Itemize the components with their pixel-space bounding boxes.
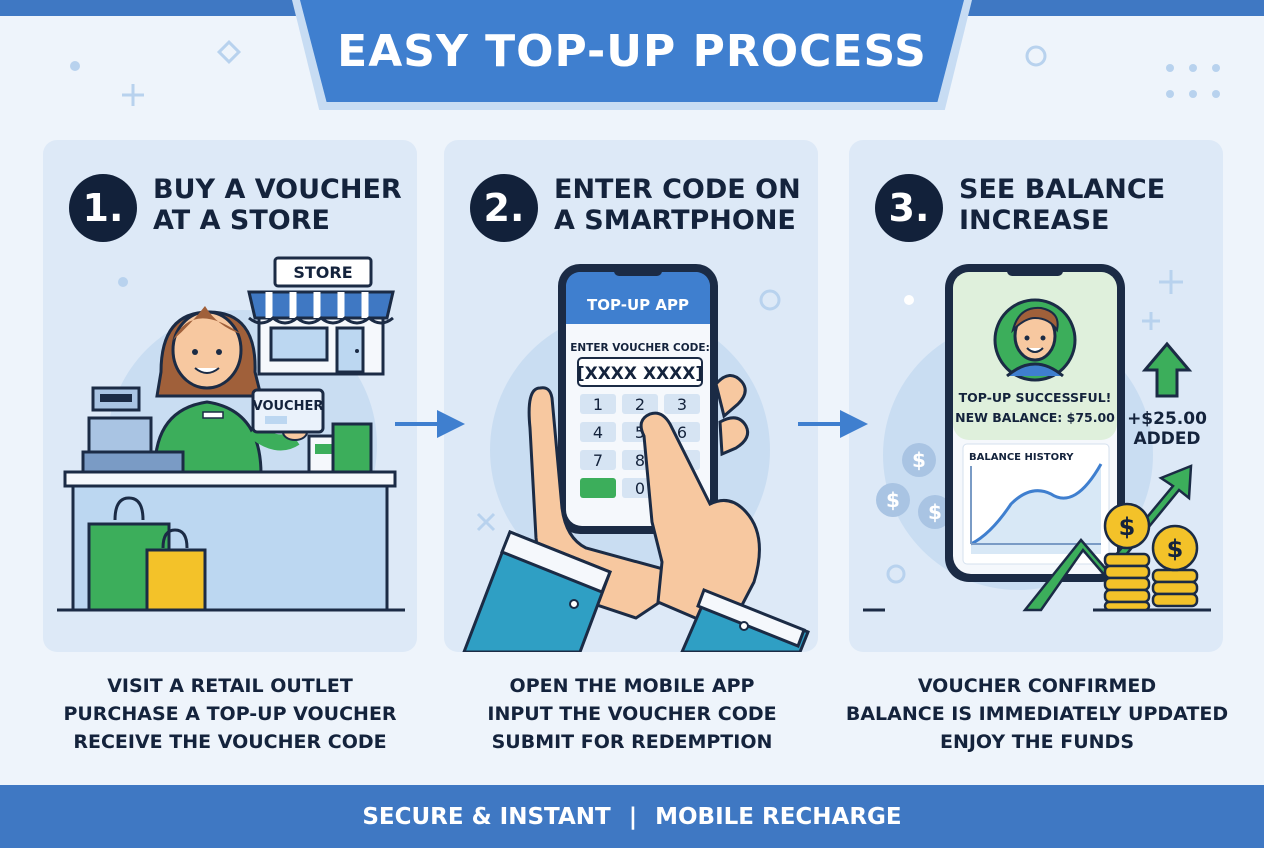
ring-decoration	[1025, 45, 1047, 67]
step-3-number-badge: 3.	[875, 174, 943, 242]
title-banner: EASY TOP-UP PROCESS	[300, 0, 964, 102]
step-1-panel: 1. BUY A VOUCHER AT A STORE STORE	[43, 140, 417, 652]
dollar-bubbles	[876, 443, 952, 529]
step-1-number-badge: 1.	[69, 174, 137, 242]
keypad-key-label: 4	[593, 423, 603, 442]
keypad-key-label: 3	[677, 395, 687, 414]
app-title-text: TOP-UP APP	[587, 296, 689, 314]
smartphone-illustration: TOP-UP APP ENTER VOUCHER CODE: [XXXX XXX…	[462, 264, 810, 652]
store-sign-text: STORE	[293, 263, 352, 282]
keypad-key-2[interactable]	[622, 394, 658, 414]
code-value-text: [XXXX XXXX]	[577, 364, 703, 384]
background-decorations	[70, 39, 1220, 106]
added-amount-text: +$25.00	[1127, 409, 1207, 429]
voucher-card	[251, 388, 325, 434]
arrow-step-1-to-2	[395, 410, 465, 438]
step-3-title-line-2: INCREASE	[959, 205, 1110, 236]
coin-symbol: $	[1167, 535, 1184, 563]
topup-success-text: TOP-UP SUCCESSFUL!	[959, 390, 1112, 405]
step-2-title-line-1: ENTER CODE ON	[554, 174, 801, 205]
added-label-text: ADDED	[1133, 429, 1200, 449]
step-2-description: OPEN THE MOBILE APP INPUT THE VOUCHER CO…	[432, 672, 832, 756]
keypad-key-label: 2	[635, 395, 645, 414]
keypad-key-label: 8	[635, 451, 645, 470]
step-2-title-line-2: A SMARTPHONE	[554, 205, 796, 236]
growth-arrow-icon	[1022, 464, 1193, 612]
store-icon	[247, 256, 395, 376]
page-title: EASY TOP-UP PROCESS	[337, 25, 927, 77]
step-3-description-line: VOUCHER CONFIRMED	[917, 675, 1157, 697]
step-2-panel: 2. ENTER CODE ON A SMARTPHONE TOP-UP APP…	[444, 140, 818, 652]
step-3-title-line-1: SEE BALANCE	[959, 174, 1166, 205]
step-2-description-line: INPUT THE VOUCHER CODE	[487, 703, 777, 725]
diamond-decoration	[216, 39, 242, 65]
keypad-submit-key[interactable]	[580, 478, 616, 498]
arrow-step-2-to-3	[798, 410, 868, 438]
keypad-key-label: 7	[593, 451, 603, 470]
step-1-title-line-2: AT A STORE	[153, 205, 330, 236]
footer-right-text: MOBILE RECHARGE	[655, 803, 902, 830]
holding-hand-icon	[462, 386, 700, 652]
shopping-bags-icon	[87, 496, 207, 612]
cash-register-icon	[81, 386, 185, 474]
keypad-key-1[interactable]	[580, 394, 616, 414]
keypad-key-label: 0	[635, 479, 645, 498]
step-1-title: BUY A VOUCHER AT A STORE	[153, 174, 403, 236]
footer-bar: SECURE & INSTANT | MOBILE RECHARGE	[0, 785, 1264, 848]
plus-decoration	[122, 84, 144, 106]
step-1-description-line: RECEIVE THE VOUCHER CODE	[73, 731, 387, 753]
store-illustration: STORE VOUCHER	[57, 256, 405, 612]
keypad-key-7[interactable]	[580, 450, 616, 470]
step-2-title: ENTER CODE ON A SMARTPHONE	[554, 174, 804, 236]
step-3-description-line: BALANCE IS IMMEDIATELY UPDATED	[845, 703, 1229, 725]
coin-symbol: $	[1119, 513, 1136, 541]
step-3-description: VOUCHER CONFIRMED BALANCE IS IMMEDIATELY…	[837, 672, 1237, 756]
step-2-number-badge: 2.	[470, 174, 538, 242]
new-balance-text: NEW BALANCE: $75.00	[955, 410, 1115, 425]
keypad-key-3[interactable]	[664, 394, 700, 414]
smartphone-icon	[945, 264, 1125, 582]
step-1-title-line-1: BUY A VOUCHER	[153, 174, 402, 205]
step-2-description-line: OPEN THE MOBILE APP	[509, 675, 755, 697]
keypad-key-label: 6	[677, 423, 687, 442]
step-3-description-line: ENJOY THE FUNDS	[939, 731, 1135, 753]
step-3-panel: 3. SEE BALANCE INCREASE $ $ $	[849, 140, 1223, 652]
dollar-bubble-symbol: $	[886, 488, 900, 512]
balance-illustration: $ $ $ TOP-UP SUCCESSFUL! NEW BALANCE: $7…	[863, 264, 1211, 612]
step-1-description-line: VISIT A RETAIL OUTLET	[107, 675, 353, 697]
coin-stacks-icon	[1103, 502, 1199, 612]
keypad-key-label: 1	[593, 395, 603, 414]
voucher-card-text: VOUCHER	[253, 399, 324, 414]
step-2-description-line: SUBMIT FOR REDEMPTION	[491, 731, 773, 753]
keypad-key-4[interactable]	[580, 422, 616, 442]
step-3-title: SEE BALANCE INCREASE	[959, 174, 1209, 236]
dollar-bubble-symbol: $	[912, 448, 926, 472]
code-label-text: ENTER VOUCHER CODE:	[570, 342, 710, 354]
balance-history-label: BALANCE HISTORY	[969, 452, 1074, 463]
dots-grid-decoration	[1166, 64, 1220, 98]
up-arrow-icon	[1141, 341, 1193, 398]
footer-left-text: SECURE & INSTANT	[362, 803, 611, 830]
footer-separator: |	[628, 803, 638, 830]
card-terminal-icon	[307, 422, 373, 474]
dollar-bubble-symbol: $	[928, 500, 942, 524]
step-1-description-line: PURCHASE A TOP-UP VOUCHER	[63, 703, 397, 725]
step-1-description: VISIT A RETAIL OUTLET PURCHASE A TOP-UP …	[30, 672, 430, 756]
keypad-key-label: 5	[635, 423, 645, 442]
dot-decoration	[70, 61, 80, 71]
pointing-hand-icon	[639, 374, 810, 652]
